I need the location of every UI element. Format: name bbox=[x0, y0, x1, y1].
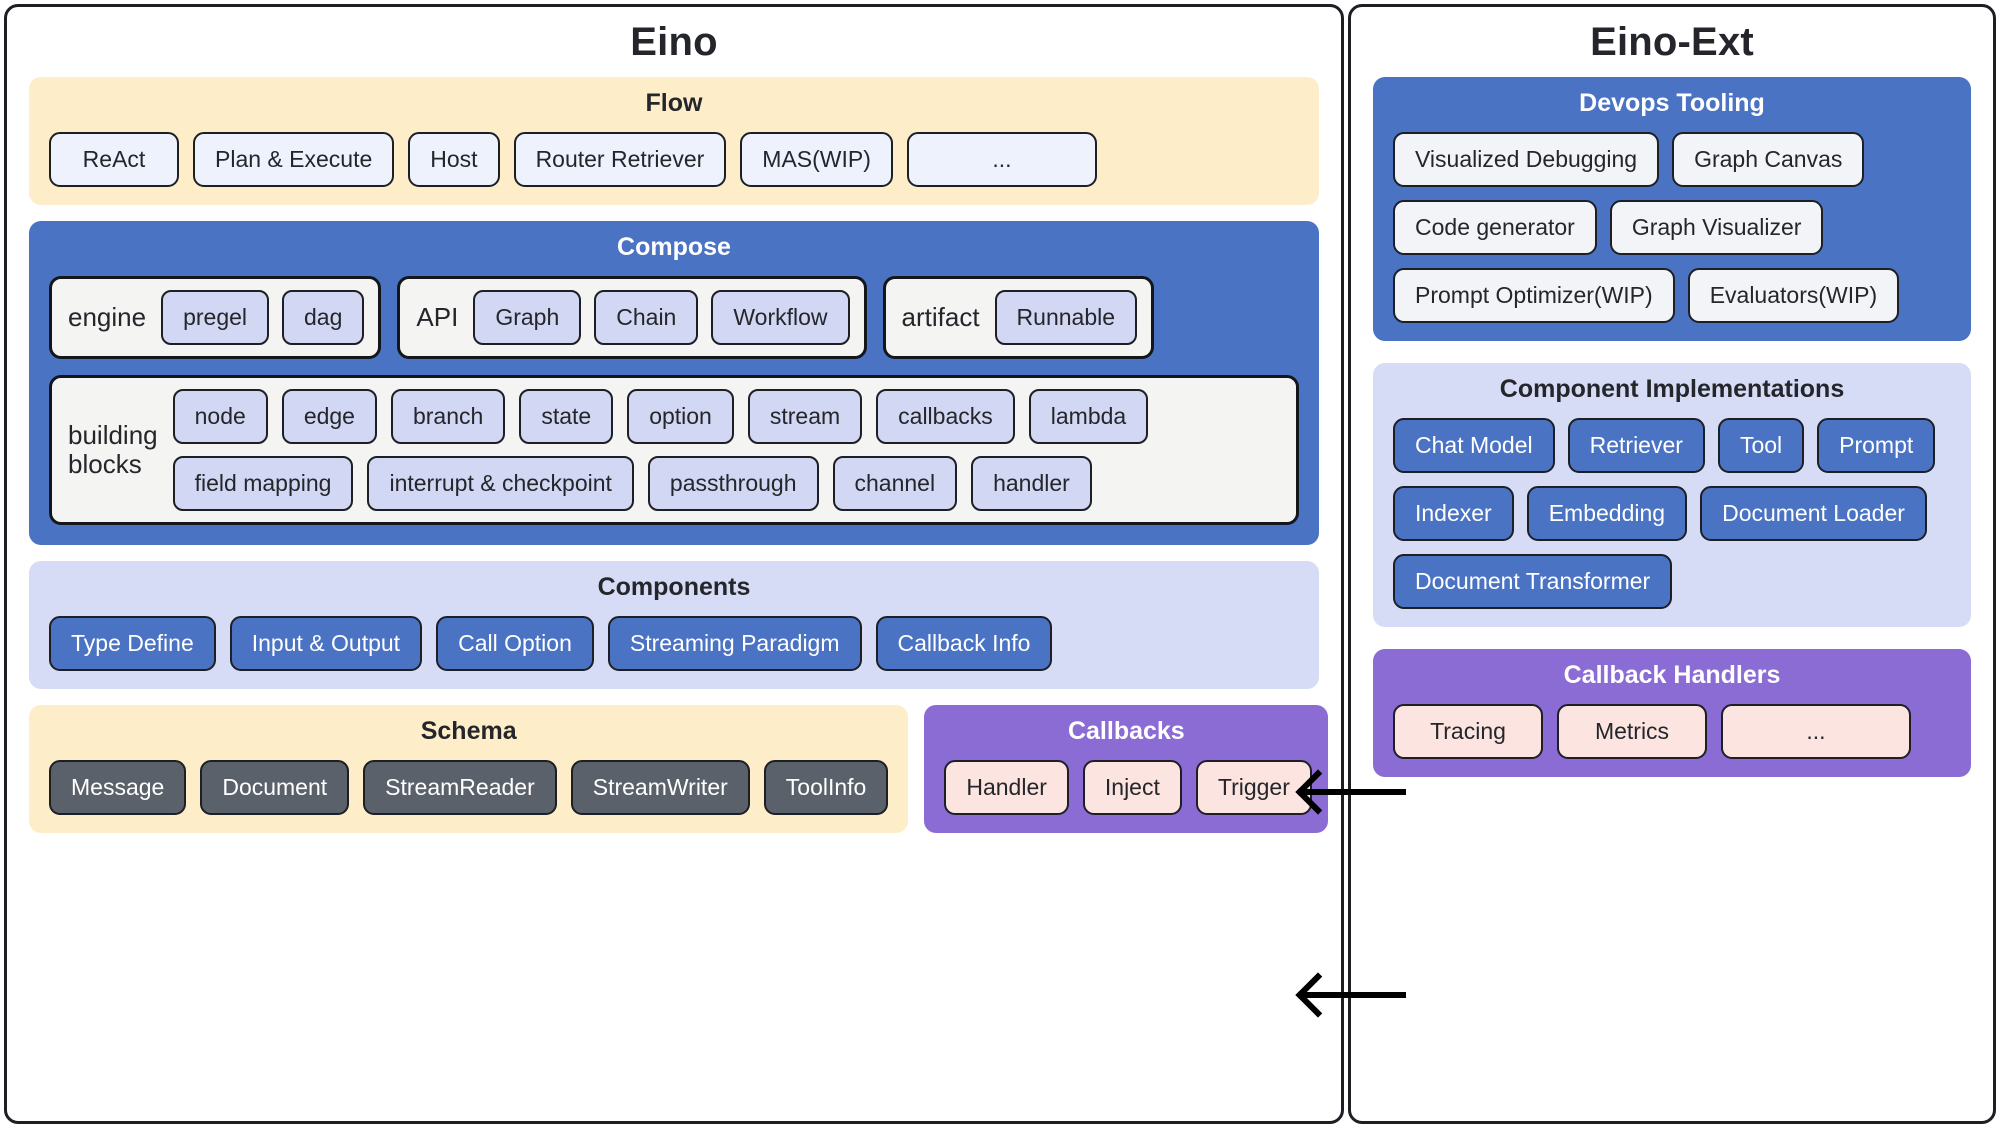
bb-stream[interactable]: stream bbox=[747, 389, 863, 444]
devops-visualized-debugging[interactable]: Visualized Debugging bbox=[1393, 132, 1660, 187]
cbh-more[interactable]: ... bbox=[1721, 704, 1911, 759]
cbh-metrics[interactable]: Metrics bbox=[1557, 704, 1707, 759]
building-blocks-row-1: node edge branch state option stream cal… bbox=[172, 389, 1149, 444]
schema-streamreader[interactable]: StreamReader bbox=[363, 760, 557, 815]
compose-section: Compose engine pregel dag API Graph Chai… bbox=[29, 221, 1319, 545]
schema-section: Schema Message Document StreamReader Str… bbox=[29, 705, 909, 833]
components-title: Components bbox=[597, 573, 751, 601]
building-blocks-row-2: field mapping interrupt & checkpoint pas… bbox=[172, 456, 1149, 511]
compose-api-graph[interactable]: Graph bbox=[473, 290, 582, 345]
impl-chat-model[interactable]: Chat Model bbox=[1393, 418, 1555, 473]
cbh-tracing[interactable]: Tracing bbox=[1393, 704, 1543, 759]
eino-panel: Eino Flow ReAct Plan & Execute Host Rout… bbox=[4, 4, 1344, 1124]
devops-evaluators-wip[interactable]: Evaluators(WIP) bbox=[1687, 268, 1900, 323]
compose-api-workflow[interactable]: Workflow bbox=[711, 290, 850, 345]
flow-item-mas-wip[interactable]: MAS(WIP) bbox=[740, 132, 893, 187]
callbacks-items: Handler Inject Trigger bbox=[944, 760, 1312, 815]
devops-graph-visualizer[interactable]: Graph Visualizer bbox=[1609, 200, 1824, 255]
devops-tooling-items: Visualized Debugging Graph Canvas Code g… bbox=[1393, 132, 1951, 323]
schema-title: Schema bbox=[420, 717, 517, 745]
compose-engine-dag[interactable]: dag bbox=[282, 290, 365, 345]
schema-document[interactable]: Document bbox=[200, 760, 350, 815]
bb-handler[interactable]: handler bbox=[971, 456, 1092, 511]
compose-engine-pregel[interactable]: pregel bbox=[161, 290, 270, 345]
flow-item-router-retriever[interactable]: Router Retriever bbox=[513, 132, 727, 187]
impl-embedding[interactable]: Embedding bbox=[1526, 486, 1688, 541]
arrow-component-implementations-to-components bbox=[1304, 789, 1406, 795]
compose-artifact-runnable[interactable]: Runnable bbox=[994, 290, 1138, 345]
building-blocks-label-line1: building bbox=[68, 419, 158, 450]
eino-ext-panel-title: Eino-Ext bbox=[1590, 20, 1754, 64]
bb-interrupt-checkpoint[interactable]: interrupt & checkpoint bbox=[367, 456, 634, 511]
compose-group-api-label: API bbox=[416, 302, 459, 332]
devops-graph-canvas[interactable]: Graph Canvas bbox=[1672, 132, 1865, 187]
compose-group-engine: engine pregel dag bbox=[49, 276, 382, 359]
flow-item-more[interactable]: ... bbox=[906, 132, 1097, 187]
component-call-option[interactable]: Call Option bbox=[436, 616, 594, 671]
schema-callbacks-row: Schema Message Document StreamReader Str… bbox=[29, 705, 1329, 833]
impl-tool[interactable]: Tool bbox=[1717, 418, 1805, 473]
bb-channel[interactable]: channel bbox=[832, 456, 958, 511]
building-blocks-label-line2: blocks bbox=[68, 449, 142, 479]
flow-item-react[interactable]: ReAct bbox=[49, 132, 179, 187]
bb-node[interactable]: node bbox=[172, 389, 268, 444]
eino-ext-panel: Eino-Ext Devops Tooling Visualized Debug… bbox=[1348, 4, 1996, 1124]
impl-prompt[interactable]: Prompt bbox=[1817, 418, 1936, 473]
callback-trigger[interactable]: Trigger bbox=[1195, 760, 1312, 815]
component-implementations-section: Component Implementations Chat Model Ret… bbox=[1373, 363, 1971, 627]
devops-tooling-title: Devops Tooling bbox=[1579, 89, 1765, 117]
compose-groups: engine pregel dag API Graph Chain Workfl… bbox=[49, 276, 1299, 359]
callback-handler[interactable]: Handler bbox=[944, 760, 1069, 815]
bb-branch[interactable]: branch bbox=[390, 389, 506, 444]
flow-item-host[interactable]: Host bbox=[408, 132, 500, 187]
compose-group-artifact-label: artifact bbox=[901, 302, 980, 332]
impl-indexer[interactable]: Indexer bbox=[1393, 486, 1514, 541]
impl-document-transformer[interactable]: Document Transformer bbox=[1393, 554, 1673, 609]
compose-group-api: API Graph Chain Workflow bbox=[397, 276, 867, 359]
components-items: Type Define Input & Output Call Option S… bbox=[49, 616, 1299, 671]
callbacks-section: Callbacks Handler Inject Trigger bbox=[924, 705, 1329, 833]
component-streaming-paradigm[interactable]: Streaming Paradigm bbox=[607, 616, 862, 671]
flow-section: Flow ReAct Plan & Execute Host Router Re… bbox=[29, 77, 1319, 205]
devops-code-generator[interactable]: Code generator bbox=[1393, 200, 1597, 255]
devops-tooling-section: Devops Tooling Visualized Debugging Grap… bbox=[1373, 77, 1971, 341]
bb-option[interactable]: option bbox=[627, 389, 734, 444]
component-input-output[interactable]: Input & Output bbox=[229, 616, 423, 671]
component-callback-info[interactable]: Callback Info bbox=[875, 616, 1053, 671]
bb-lambda[interactable]: lambda bbox=[1028, 389, 1149, 444]
bb-passthrough[interactable]: passthrough bbox=[647, 456, 819, 511]
component-implementations-title: Component Implementations bbox=[1499, 375, 1845, 403]
callback-inject[interactable]: Inject bbox=[1082, 760, 1182, 815]
component-implementations-items: Chat Model Retriever Tool Prompt Indexer… bbox=[1393, 418, 1951, 609]
callback-handlers-section: Callback Handlers Tracing Metrics ... bbox=[1373, 649, 1971, 777]
schema-items: Message Document StreamReader StreamWrit… bbox=[49, 760, 889, 815]
compose-title: Compose bbox=[617, 233, 731, 261]
components-section: Components Type Define Input & Output Ca… bbox=[29, 561, 1319, 689]
compose-building-blocks: building blocks node edge branch state o… bbox=[49, 375, 1299, 525]
arrow-callback-handlers-to-callbacks bbox=[1304, 992, 1406, 998]
component-type-define[interactable]: Type Define bbox=[49, 616, 216, 671]
impl-retriever[interactable]: Retriever bbox=[1567, 418, 1705, 473]
callback-handlers-items: Tracing Metrics ... bbox=[1393, 704, 1951, 759]
devops-prompt-optimizer-wip[interactable]: Prompt Optimizer(WIP) bbox=[1393, 268, 1675, 323]
building-blocks-label: building blocks bbox=[66, 419, 160, 479]
flow-title: Flow bbox=[645, 89, 703, 117]
flow-items: ReAct Plan & Execute Host Router Retriev… bbox=[49, 132, 1299, 187]
eino-panel-title: Eino bbox=[630, 20, 718, 64]
impl-document-loader[interactable]: Document Loader bbox=[1700, 486, 1927, 541]
compose-group-artifact: artifact Runnable bbox=[882, 276, 1155, 359]
bb-state[interactable]: state bbox=[519, 389, 614, 444]
schema-streamwriter[interactable]: StreamWriter bbox=[570, 760, 750, 815]
callback-handlers-title: Callback Handlers bbox=[1563, 661, 1781, 689]
schema-toolinfo[interactable]: ToolInfo bbox=[763, 760, 889, 815]
compose-api-chain[interactable]: Chain bbox=[594, 290, 699, 345]
bb-field-mapping[interactable]: field mapping bbox=[172, 456, 354, 511]
compose-group-engine-label: engine bbox=[68, 302, 147, 332]
schema-message[interactable]: Message bbox=[49, 760, 187, 815]
building-blocks-box: building blocks node edge branch state o… bbox=[49, 375, 1299, 525]
bb-edge[interactable]: edge bbox=[281, 389, 377, 444]
flow-item-plan-execute[interactable]: Plan & Execute bbox=[193, 132, 395, 187]
callbacks-title: Callbacks bbox=[1067, 717, 1185, 745]
bb-callbacks[interactable]: callbacks bbox=[876, 389, 1015, 444]
